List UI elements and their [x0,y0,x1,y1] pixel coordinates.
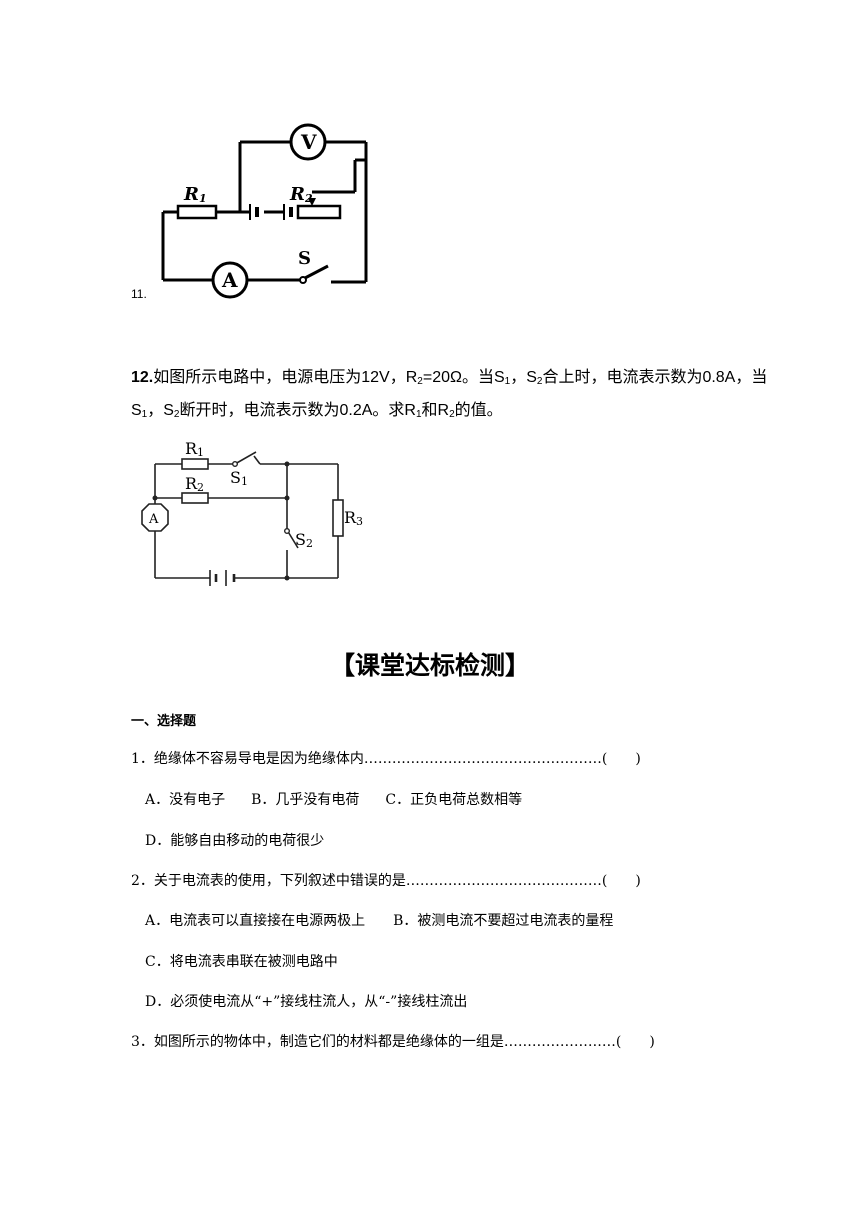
circuit-diagram-12: A R1 R2 S1 S2 R3 [141,439,363,586]
resistor-r1 [176,204,218,220]
resistor-r2 [296,204,342,220]
ammeter-icon [141,503,169,532]
r1-label: R1 [183,184,207,205]
ammeter-label: A [148,512,159,527]
r2-label: R2 [289,184,313,205]
switch-label: S [298,248,311,269]
resistor-r2 [181,492,209,504]
question-12-text: 12.如图所示电路中，电源电压为12V，R2=20Ω。当S1，S2合上时，电流表… [131,369,768,420]
s1-label: S1 [230,468,248,488]
s2-label: S2 [295,530,313,550]
r1-label: R1 [185,439,204,459]
r3-label: R3 [344,508,363,528]
ammeter-icon [211,261,249,299]
resistor-r3 [332,499,344,537]
resistor-r1 [181,458,209,470]
question-2-options-line3: D．必须使电流从“+”接线柱流人，从“-”接线柱流出 [145,994,468,1010]
voltmeter-icon [289,123,327,161]
ammeter-label: A [221,268,238,292]
question-2-stem: 2．关于电流表的使用，下列叙述中错误的是……………………………………( ) [131,873,641,889]
question-11-number: 11. [131,287,147,301]
question-3-stem: 3．如图所示的物体中，制造它们的材料都是绝缘体的一组是……………………( ) [131,1034,655,1050]
circuit-diagram-11: V A R1 R2 S [161,123,368,299]
question-1-stem: 1．绝缘体不容易导电是因为绝缘体内……………………………………………( ) [131,751,641,767]
section-title: 【课堂达标检测】 [329,651,530,680]
voltmeter-label: V [300,130,317,154]
question-2-options-line2: C．将电流表串联在被测电路中 [145,954,338,970]
r2-label: R2 [185,474,204,494]
question-1-options-line2: D．能够自由移动的电荷很少 [145,833,325,849]
part-title: 一、选择题 [131,714,197,729]
